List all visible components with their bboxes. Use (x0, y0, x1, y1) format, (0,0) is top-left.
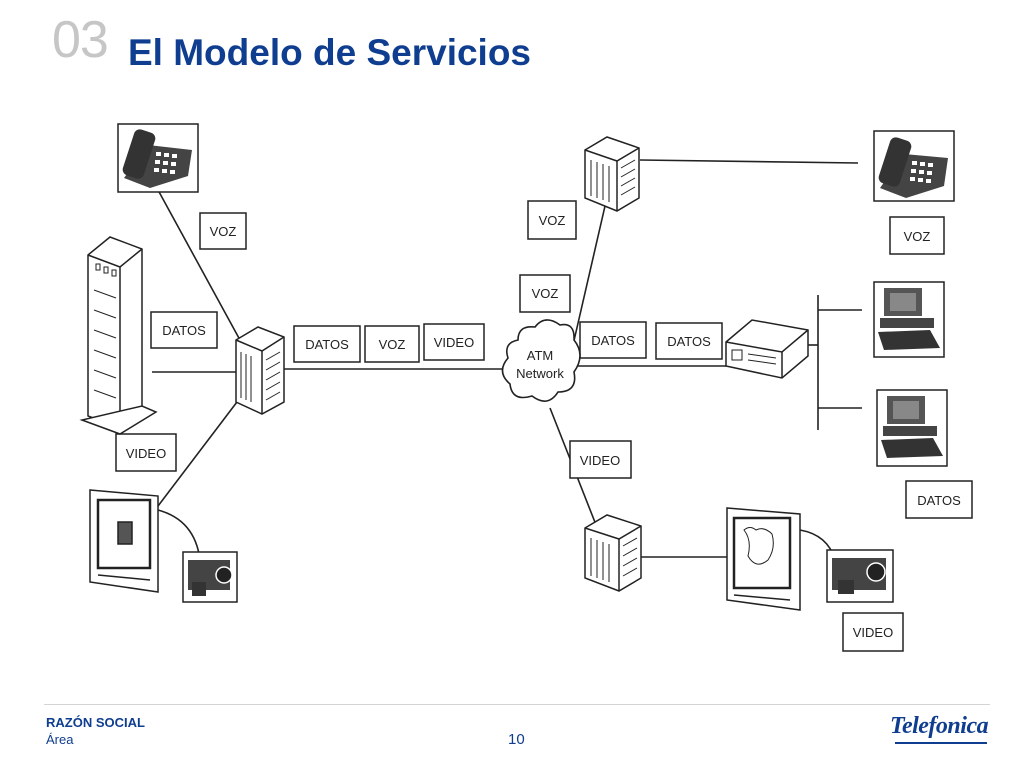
footer-company: RAZÓN SOCIAL (46, 715, 145, 730)
label-datos-right2-text: DATOS (667, 334, 711, 349)
camera-right-icon (826, 549, 894, 603)
label-video-left: VIDEO (115, 433, 177, 472)
switch-left-icon (235, 326, 285, 415)
label-trunk-video: VIDEO (423, 323, 485, 361)
label-datos-left: DATOS (150, 311, 218, 349)
label-voz-right-text: VOZ (904, 229, 931, 244)
link-phone-left (157, 189, 241, 341)
label-datos-right1-text: DATOS (591, 333, 635, 348)
footer-divider (44, 704, 990, 705)
footer-area: Área (46, 732, 74, 747)
switch-upper-icon (584, 136, 640, 212)
label-datos-left-text: DATOS (162, 323, 206, 338)
atm-network-cloud: ATM Network (501, 319, 581, 402)
computer-upper-icon (873, 281, 945, 358)
label-video-right: VIDEO (842, 612, 904, 652)
telephone-left-icon (117, 123, 199, 193)
server-tower-icon (79, 236, 158, 435)
atm-label: ATM (527, 348, 553, 363)
router-icon (725, 319, 809, 379)
label-video-right-text: VIDEO (853, 625, 893, 640)
label-trunk-datos-text: DATOS (305, 337, 349, 352)
label-voz-upper-text: VOZ (539, 213, 566, 228)
label-voz-upper: VOZ (527, 200, 577, 240)
label-voz-mid-text: VOZ (532, 286, 559, 301)
page-number: 10 (508, 731, 525, 748)
label-datos-right1: DATOS (579, 321, 647, 359)
network-label: Network (516, 366, 564, 381)
computer-lower-icon (876, 389, 948, 467)
page-title: El Modelo de Servicios (128, 32, 532, 73)
section-number: 03 (52, 11, 109, 69)
link-phone-right (639, 159, 859, 164)
label-datos-right2: DATOS (655, 322, 723, 360)
link-tv-left (154, 397, 241, 511)
camera-left-icon (182, 551, 238, 603)
tv-left-icon (89, 489, 159, 593)
label-video-left-text: VIDEO (126, 446, 166, 461)
label-trunk-video-text: VIDEO (434, 335, 474, 350)
label-trunk-datos: DATOS (293, 325, 361, 363)
label-trunk-voz-text: VOZ (379, 337, 406, 352)
telefonica-logo: Telefonica (890, 713, 989, 739)
label-trunk-voz: VOZ (364, 325, 420, 363)
logo-underline (895, 742, 987, 744)
label-video-lower-text: VIDEO (580, 453, 620, 468)
telephone-right-icon (873, 130, 955, 202)
label-voz-right: VOZ (889, 216, 945, 255)
label-datos-right-text: DATOS (917, 493, 961, 508)
link-upper-switch (572, 192, 609, 346)
switch-lower-icon (584, 514, 642, 592)
tv-right-icon (726, 507, 801, 611)
label-voz-left-text: VOZ (210, 224, 237, 239)
label-voz-left: VOZ (199, 212, 247, 250)
label-datos-right: DATOS (905, 480, 973, 519)
label-video-lower: VIDEO (569, 440, 632, 479)
label-voz-mid: VOZ (519, 274, 571, 313)
atm-service-diagram: VOZ DATOS VIDEO DATOS VOZ VIDEO VOZ VOZ … (79, 123, 973, 652)
